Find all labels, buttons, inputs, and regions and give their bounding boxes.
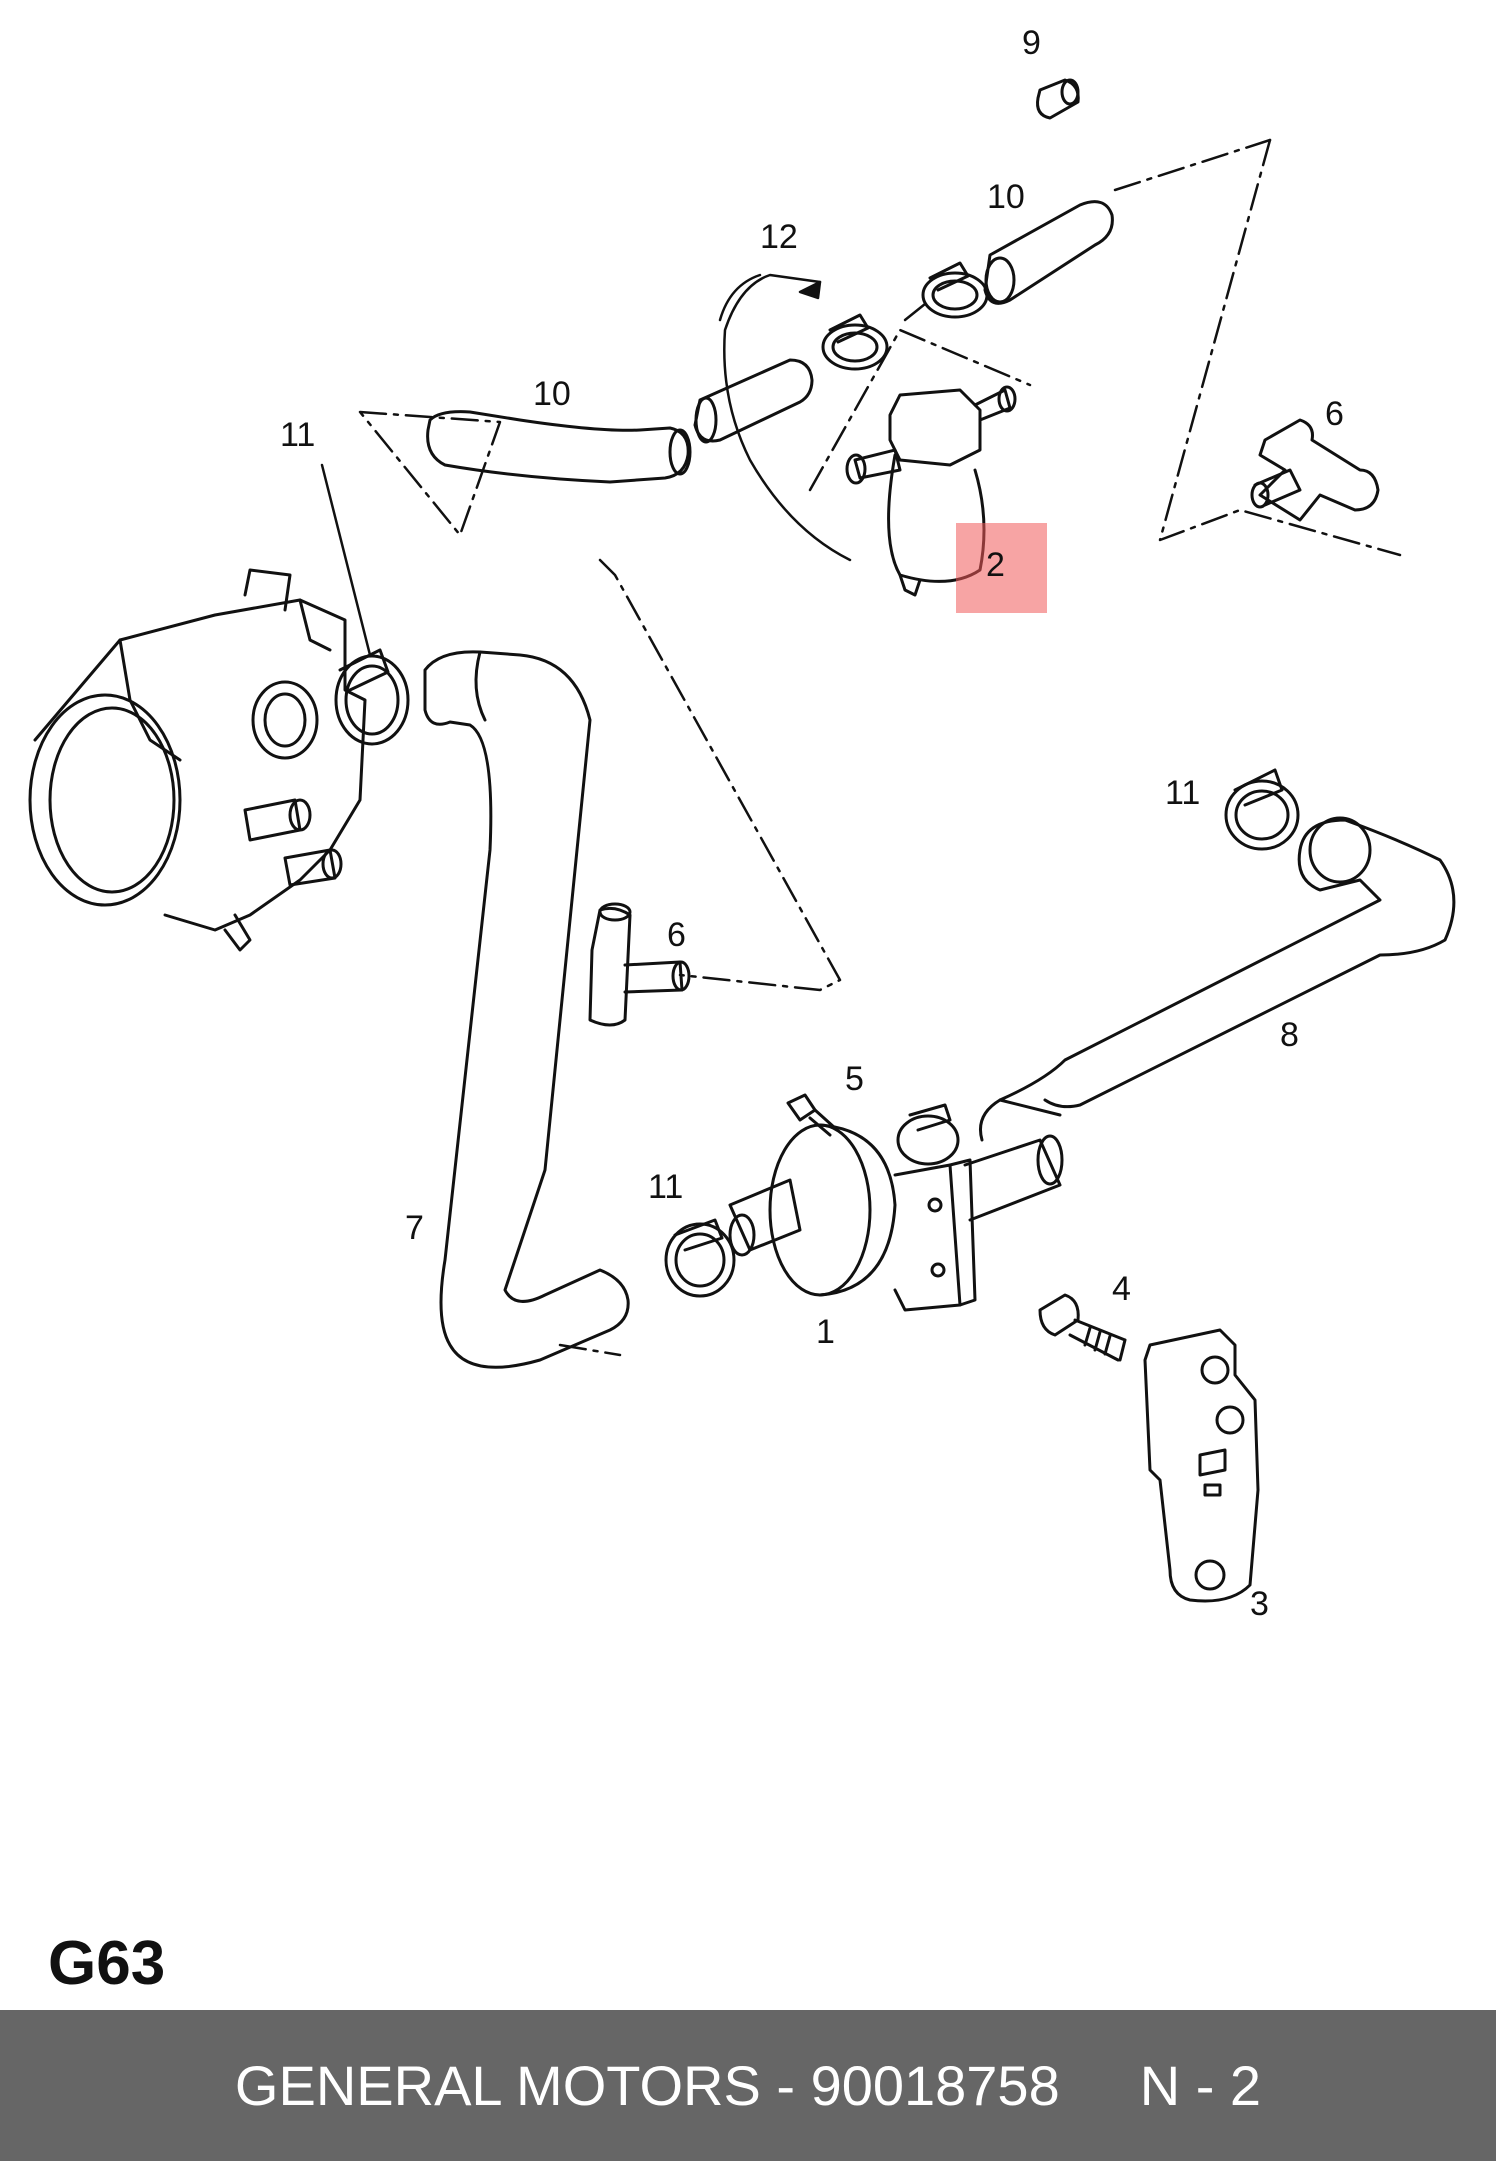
hose-clamp-right (1224, 768, 1300, 851)
guide-center (598, 558, 842, 992)
footer-reference: N - 2 (1139, 2054, 1262, 2117)
guide-right-upper (1158, 138, 1402, 557)
hose-10-left (426, 410, 692, 484)
hose-clamp-lower (664, 1218, 736, 1298)
valve-1 (728, 1123, 1064, 1312)
cap-9 (1036, 78, 1080, 120)
guide-right-top (1113, 138, 1272, 192)
t-piece-6-right (1250, 418, 1380, 522)
callout-10-right: 10 (987, 178, 1025, 216)
hose-10-right (983, 200, 1114, 305)
callout-2: 2 (986, 546, 1005, 584)
callout-11-right: 11 (1165, 774, 1201, 812)
footer-brand-part-number: GENERAL MOTORS - 90018758 (234, 2054, 1060, 2117)
highlight-callout-2 (956, 523, 1047, 613)
throttle-bore-inner (48, 706, 176, 894)
callout-5: 5 (845, 1060, 864, 1098)
callout-10-left: 10 (533, 375, 571, 413)
bolt-4 (1038, 1293, 1127, 1362)
hose-clamp-upper-right (921, 261, 989, 319)
hose-clamp-mid-upper (896, 1103, 960, 1166)
callout-7: 7 (405, 1209, 424, 1247)
bolt-5 (786, 1093, 837, 1137)
guide-upper-left (358, 410, 502, 537)
throttle-bore-outer (28, 693, 182, 907)
callout-11-lower: 11 (648, 1168, 684, 1206)
callout-6-center: 6 (667, 916, 686, 954)
t-piece-6-center (588, 902, 691, 1027)
hose-clamp-upper (821, 313, 889, 371)
callout-12: 12 (760, 218, 798, 256)
parts-exploded-diagram (28, 78, 1456, 1603)
bracket-3 (1143, 1328, 1260, 1603)
callout-8: 8 (1280, 1016, 1299, 1054)
leader-11-left (320, 463, 372, 657)
throttle-port (251, 680, 319, 760)
wire-12 (718, 273, 852, 562)
guide-valve (808, 328, 1032, 492)
callout-6-right: 6 (1325, 395, 1344, 433)
footer-bar: GENERAL MOTORS - 90018758 N - 2 (0, 2010, 1496, 2161)
callout-9: 9 (1022, 24, 1041, 62)
throttle-body (28, 568, 367, 952)
valve-2 (845, 385, 1017, 597)
hose-short-upper (693, 358, 814, 444)
callout-11-top-left: 11 (280, 416, 316, 454)
hose-8 (979, 816, 1456, 1142)
assembly-guide-lines (358, 138, 1402, 1357)
sheet-code: G63 (48, 1929, 166, 1998)
callout-3: 3 (1250, 1585, 1269, 1623)
hose-7 (423, 650, 630, 1369)
callout-1: 1 (816, 1313, 835, 1351)
hose-clamp-left (334, 648, 410, 746)
callout-4: 4 (1112, 1270, 1131, 1308)
